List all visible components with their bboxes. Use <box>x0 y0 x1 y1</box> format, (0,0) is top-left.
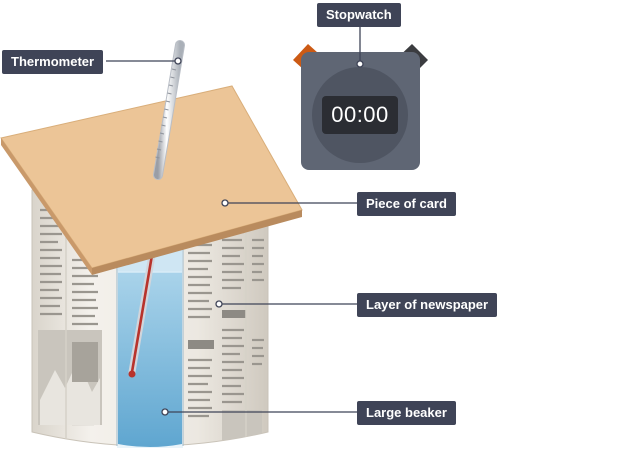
stopwatch-label: Stopwatch <box>317 3 401 27</box>
thermometer-lower <box>128 251 156 378</box>
beaker-pointer <box>161 408 169 416</box>
thermometer-label: Thermometer <box>2 50 104 74</box>
stopwatch-pointer <box>356 60 364 68</box>
card-label: Piece of card <box>357 192 456 216</box>
stopwatch <box>293 44 428 170</box>
beaker-label: Large beaker <box>357 401 456 425</box>
piece-of-card <box>0 85 303 275</box>
thermometer <box>153 40 185 180</box>
water <box>118 272 182 447</box>
card-pointer <box>221 199 229 207</box>
stopwatch-time: 00:00 <box>331 102 389 127</box>
newspaper-pointer <box>215 300 223 308</box>
leader-lines <box>106 26 361 413</box>
newspaper-label: Layer of newspaper <box>357 293 498 317</box>
stopwatch-display <box>322 96 398 134</box>
thermometer-bulb <box>128 370 136 378</box>
thermometer-pointer <box>174 57 182 65</box>
